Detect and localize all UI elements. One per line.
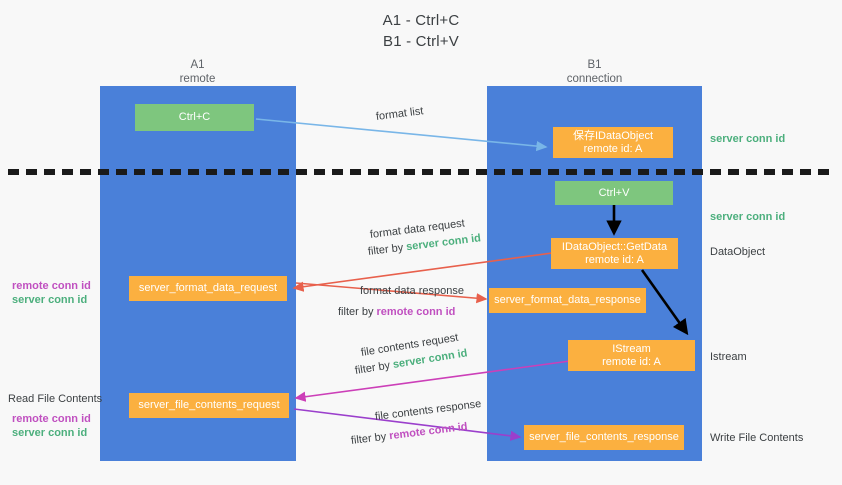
- node-server-format-data-request-label: server_format_data_request: [138, 282, 278, 294]
- page-title: A1 - Ctrl+C B1 - Ctrl+V: [0, 10, 842, 52]
- filter-prefix-2: filter by: [338, 306, 377, 318]
- lane-header-a1-sub: remote: [179, 73, 216, 85]
- filter-id-remote-conn-1: remote conn id: [376, 306, 456, 318]
- filter-prefix-3: filter by: [354, 359, 394, 377]
- lane-header-a1: A1 remote: [100, 58, 295, 86]
- node-server-file-contents-response-label: server_file_contents_response: [529, 431, 679, 443]
- left-label-remote-conn-id-2: remote conn id: [12, 413, 91, 425]
- node-save-idataobject-line2: remote id: A: [583, 142, 643, 155]
- title-line-1: A1 - Ctrl+C: [382, 12, 460, 29]
- lane-header-b1-name: B1: [587, 59, 602, 71]
- node-save-idataobject[interactable]: 保存IDataObject remote id: A: [553, 127, 673, 158]
- left-label-read-file-contents: Read File Contents: [8, 393, 103, 405]
- node-istream-line2: remote id: A: [602, 355, 661, 368]
- node-ctrl-c[interactable]: Ctrl+C: [135, 104, 254, 131]
- right-label-write-file-contents: Write File Contents: [710, 432, 804, 444]
- node-istream-line1: IStream: [612, 342, 651, 355]
- right-label-istream: Istream: [710, 351, 747, 363]
- edge-label-format-data-response-filter: filter by remote conn id: [338, 305, 455, 319]
- lane-header-b1-sub: connection: [566, 73, 623, 85]
- node-server-file-contents-request-label: server_file_contents_request: [138, 399, 280, 411]
- left-label-remote-conn-id-1: remote conn id: [12, 280, 91, 292]
- node-server-file-contents-request[interactable]: server_file_contents_request: [129, 393, 289, 418]
- node-save-idataobject-line1: 保存IDataObject: [572, 129, 654, 142]
- node-idataobject-getdata[interactable]: IDataObject::GetData remote id: A: [551, 238, 678, 269]
- left-label-server-conn-id-2: server conn id: [12, 427, 88, 439]
- right-label-server-conn-id-1: server conn id: [710, 133, 786, 145]
- filter-prefix-4: filter by: [350, 430, 390, 447]
- node-server-file-contents-response[interactable]: server_file_contents_response: [524, 425, 684, 450]
- edge-label-format-list: format list: [375, 105, 425, 123]
- node-server-format-data-response-label: server_format_data_response: [494, 294, 641, 306]
- lane-header-b1: B1 connection: [487, 58, 702, 86]
- node-getdata-line1: IDataObject::GetData: [561, 240, 668, 253]
- filter-id-remote-conn-2: remote conn id: [388, 420, 469, 443]
- node-server-format-data-response[interactable]: server_format_data_response: [489, 288, 646, 313]
- edge-label-file-contents-response-filter: filter by remote conn id: [350, 420, 468, 448]
- node-ctrl-v-label: Ctrl+V: [598, 186, 630, 199]
- lane-header-a1-name: A1: [190, 59, 205, 71]
- edge-label-format-data-response: format data response: [360, 285, 464, 297]
- node-server-format-data-request[interactable]: server_format_data_request: [129, 276, 287, 301]
- right-label-dataobject: DataObject: [710, 246, 766, 258]
- left-label-server-conn-id-1: server conn id: [12, 294, 88, 306]
- filter-prefix-1: filter by: [367, 241, 407, 258]
- right-label-server-conn-id-2: server conn id: [710, 211, 786, 223]
- node-istream[interactable]: IStream remote id: A: [568, 340, 695, 371]
- node-ctrl-c-label: Ctrl+C: [178, 111, 211, 123]
- node-ctrl-v[interactable]: Ctrl+V: [555, 181, 673, 205]
- title-line-2: B1 - Ctrl+V: [383, 33, 459, 50]
- node-getdata-line2: remote id: A: [585, 253, 644, 266]
